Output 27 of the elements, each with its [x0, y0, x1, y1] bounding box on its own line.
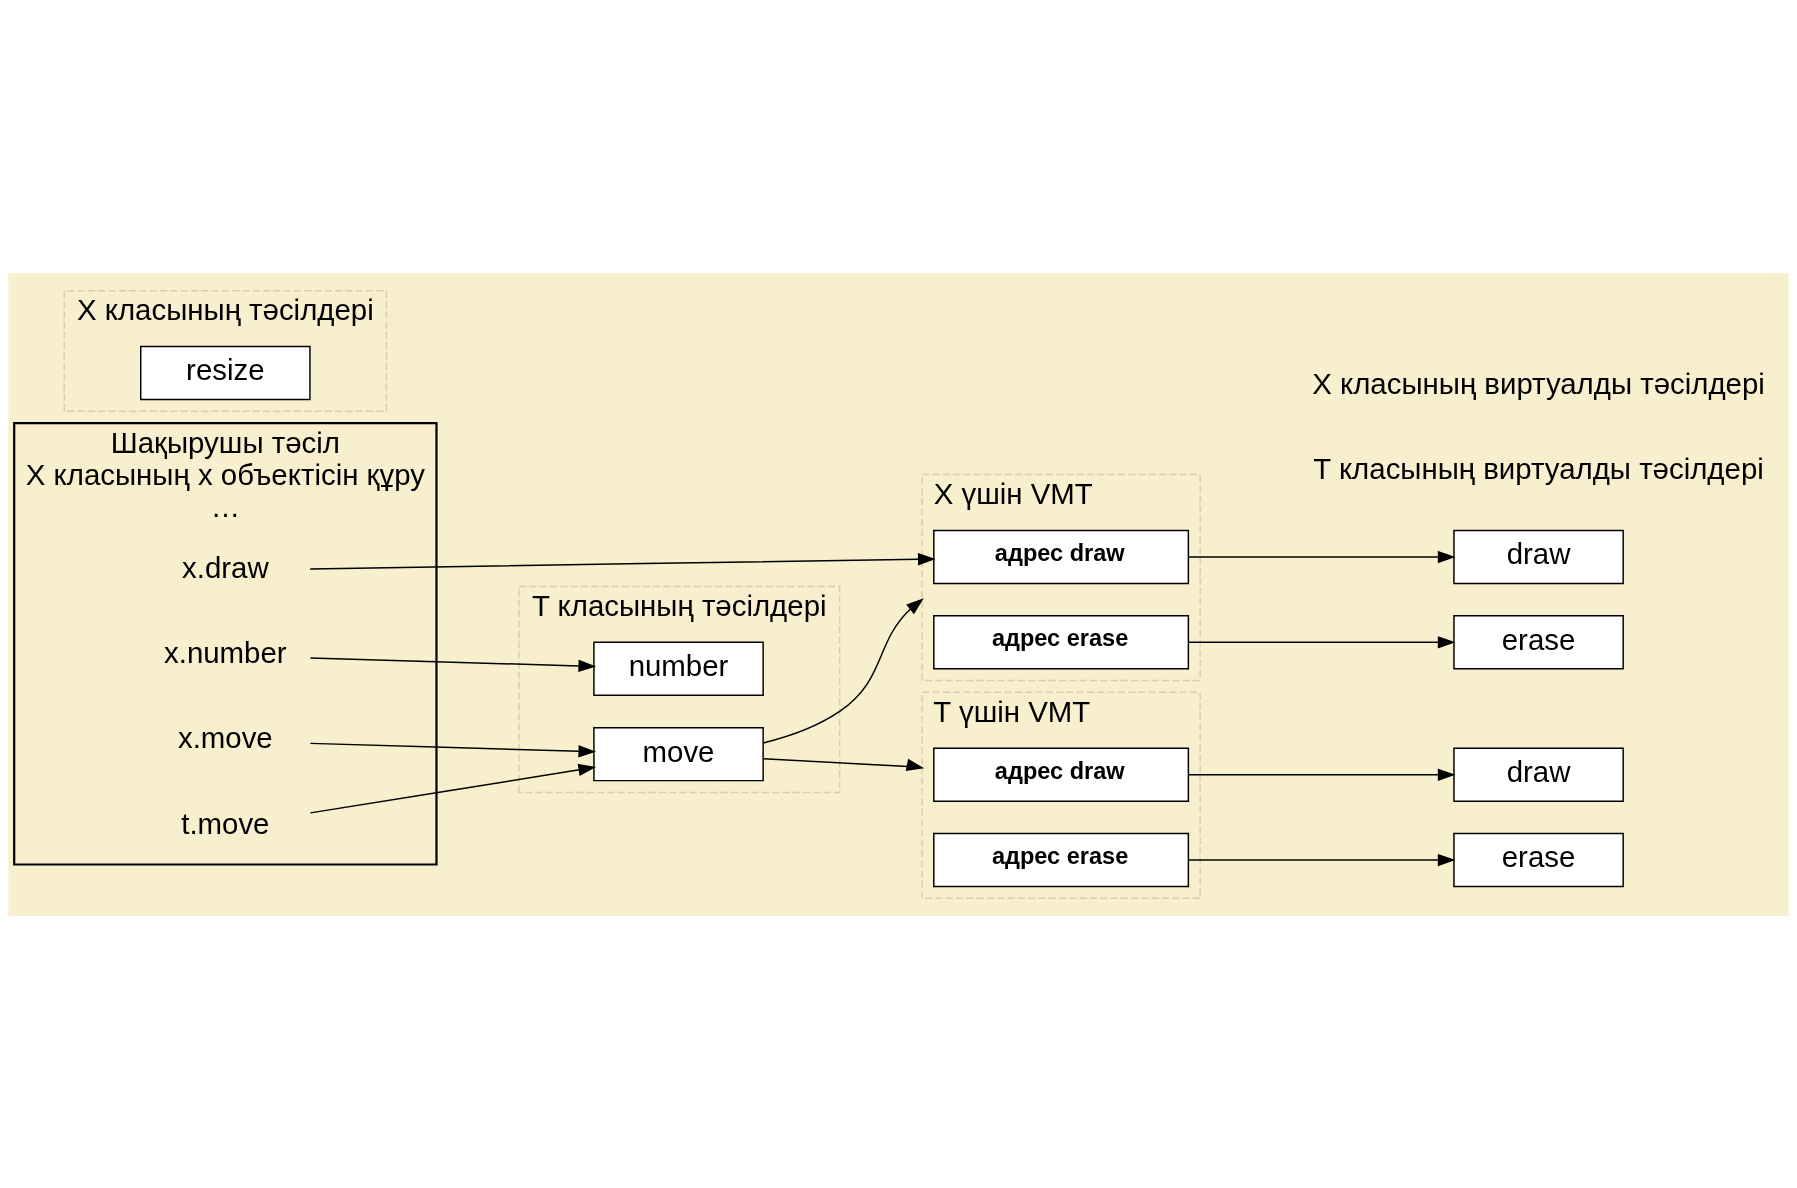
node-box: erase	[1453, 832, 1624, 887]
node-box: number	[593, 641, 764, 696]
arrow	[762, 597, 924, 744]
arrow	[1187, 768, 1456, 781]
node-box: draw	[1453, 529, 1624, 584]
label: X класының виртуалды тәсілдері	[1312, 366, 1765, 400]
node-text: t.move	[181, 806, 270, 840]
node-box: erase	[1453, 614, 1624, 670]
arrow	[1187, 550, 1456, 563]
node-text: x.move	[177, 720, 273, 754]
node-box: адрес draw	[933, 747, 1190, 802]
arrow	[309, 763, 597, 814]
arrow	[309, 656, 597, 672]
node-box: адрес draw	[933, 529, 1190, 584]
node-text: x.number	[164, 635, 287, 669]
arrow	[762, 757, 925, 771]
arrow	[309, 552, 936, 570]
arrow	[309, 742, 597, 757]
label: T класының виртуалды тәсілдері	[1313, 451, 1764, 485]
node-box: move	[593, 726, 764, 781]
arrow	[1187, 853, 1456, 866]
arrow	[1187, 635, 1456, 648]
node-box: адрес erase	[933, 614, 1190, 670]
node-box: адрес erase	[933, 832, 1190, 887]
node-box: draw	[1453, 747, 1624, 802]
node-text: x.draw	[182, 550, 269, 584]
node-box: resize	[140, 345, 311, 400]
